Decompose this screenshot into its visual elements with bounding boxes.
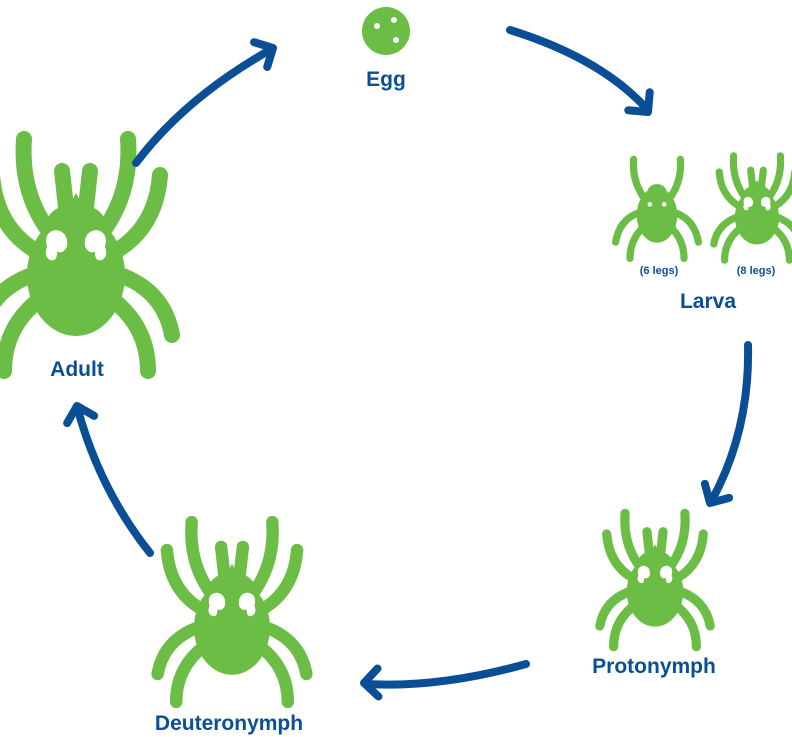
arrow-larva-to-protonymph: [712, 345, 748, 500]
protonymph-label: Protonymph: [592, 655, 716, 679]
eight-legged-larva-icon: [714, 156, 792, 260]
deuteronymph-mite-icon: [158, 522, 307, 702]
larva-6-legs-label: (6 legs): [640, 265, 679, 277]
six-legged-larva-icon: [616, 159, 699, 258]
deuteronymph-label: Deuteronymph: [155, 712, 303, 736]
adult-mite-icon: [0, 139, 172, 371]
egg-label: Egg: [366, 68, 406, 92]
larva-8-legs-label: (8 legs): [737, 265, 776, 277]
arrow-egg-to-larva: [510, 30, 646, 108]
arrow-protonymph-to-deuteronymph: [368, 664, 526, 685]
adult-label: Adult: [50, 358, 104, 382]
arrow-adult-to-egg: [136, 50, 270, 163]
egg-icon: [362, 7, 410, 55]
arrow-deuteronymph-to-adult: [78, 410, 150, 553]
protonymph-mite-icon: [600, 513, 710, 646]
larva-label: Larva: [680, 290, 736, 314]
